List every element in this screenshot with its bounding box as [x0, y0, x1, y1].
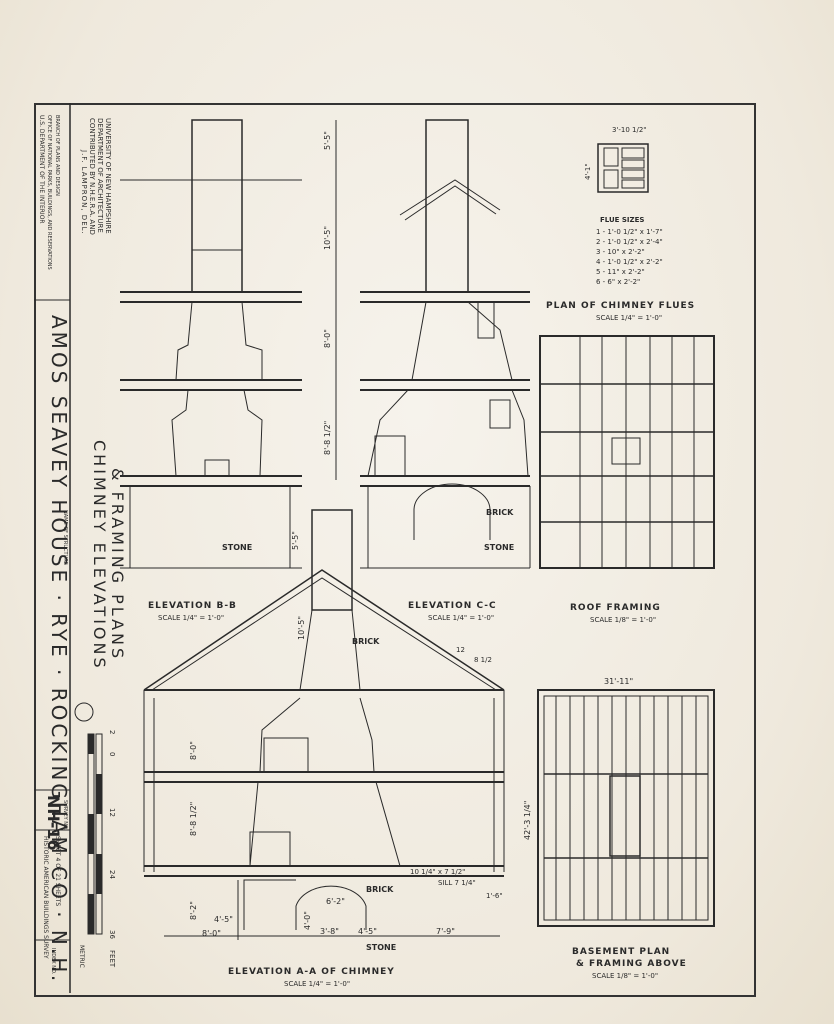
- dim-aa-8-0: 8'-0": [189, 741, 198, 760]
- svg-text:FEET: FEET: [108, 950, 116, 968]
- graphic-scale: 2 0 12 24 36 FEET METRIC: [74, 702, 116, 968]
- dim-6-2: 6'-2": [326, 897, 345, 906]
- svg-text:0: 0: [108, 752, 116, 756]
- basement-title-1: BASEMENT PLAN: [572, 947, 670, 957]
- dim-3-8: 3'-8": [320, 927, 339, 936]
- flue-row: 1 - 1'-0 1/2" x 1'-7": [596, 228, 663, 236]
- svg-text:36: 36: [108, 930, 116, 939]
- elevation-bb-drawing: [120, 119, 302, 569]
- agency-name: HISTORIC AMERICAN BUILDINGS SURVEY: [42, 836, 49, 959]
- dept-line-3: BRANCH OF PLANS AND DESIGN: [54, 115, 60, 196]
- flue-plan-drawing: [597, 143, 649, 193]
- brick-label-cc: BRICK: [486, 508, 514, 517]
- dim-42: 42'-3 1/4": [523, 801, 532, 840]
- drawing-border: [34, 103, 756, 997]
- drawing-title-line-2: & FRAMING PLANS: [108, 468, 127, 661]
- brick-label-aa-lower: BRICK: [366, 885, 394, 894]
- dim-5-5: 5'-5": [323, 131, 332, 150]
- flue-row: 6 - 6" x 2'-2": [596, 278, 640, 286]
- elevation-cc-title: ELEVATION C-C: [408, 601, 497, 611]
- dim-8-0-b: 8'-0": [202, 929, 221, 938]
- svg-text:2: 2: [108, 730, 116, 734]
- elevation-cc-scale: SCALE 1/4" = 1'-0": [428, 614, 494, 622]
- flue-height-dim: 4'-1": [584, 163, 592, 180]
- basement-scale: SCALE 1/8" = 1'-0": [592, 972, 658, 980]
- dim-31-11: 31'-11": [604, 677, 633, 686]
- dim-4-0: 4'-0": [303, 911, 312, 930]
- brick-label-aa-upper: BRICK: [352, 637, 380, 646]
- flue-plan-scale: SCALE 1/4" = 1'-0": [596, 314, 662, 322]
- pitch-label: 12: [456, 646, 465, 654]
- dim-4-5-a: 4'-5": [214, 915, 233, 924]
- pitch-label-b: 8 1/2: [474, 656, 492, 664]
- flue-sizes-heading: FLUE SIZES: [600, 216, 644, 224]
- flue-width-dim: 3'-10 1/2": [612, 126, 647, 134]
- elevation-aa-drawing: [143, 509, 505, 940]
- dept-line-1: U.S. DEPARTMENT OF THE INTERIOR: [38, 115, 45, 224]
- flue-row: 5 - 11" x 2'-2": [596, 268, 645, 276]
- basement-title-2: & FRAMING ABOVE: [576, 959, 687, 969]
- flue-plan-title: PLAN OF CHIMNEY FLUES: [546, 301, 695, 311]
- flue-row: 2 - 1'-0 1/2" x 2'-4": [596, 238, 663, 246]
- dept-line-2: OFFICE OF NATIONAL PARKS, BUILDINGS, AND…: [46, 115, 52, 270]
- stone-label-aa: STONE: [366, 943, 396, 952]
- flue-row: 3 - 10" x 2'-2": [596, 248, 645, 256]
- svg-text:METRIC: METRIC: [78, 945, 85, 968]
- dim-8-0: 8'-0": [323, 329, 332, 348]
- drawn-by: J.F. LAMPRON, DEL.: [80, 149, 88, 235]
- survey-no-label: SURVEY NO.: [62, 800, 68, 831]
- dim-1-6: 1'-6": [486, 892, 503, 900]
- survey-number: NH-16: [44, 795, 63, 851]
- roof-framing-drawing: [539, 335, 715, 569]
- svg-text:24: 24: [108, 870, 116, 879]
- elevation-bb-title: ELEVATION B-B: [148, 601, 237, 611]
- seal-icon: [74, 702, 94, 722]
- dim-7-9: 7'-9": [436, 927, 455, 936]
- roof-framing-scale: SCALE 1/8" = 1'-0": [590, 616, 656, 624]
- dim-4-5-b: 4'-5": [358, 927, 377, 936]
- basement-plan-drawing: [537, 689, 715, 927]
- contributed-line-2: DEPARTMENT OF ARCHITECTURE: [96, 118, 104, 233]
- index-no-label: INDEX NO.: [50, 948, 56, 975]
- elevation-cc-drawing: [360, 119, 531, 569]
- sheet-number: SHEET 4 OF 21 SHEETS: [54, 836, 61, 906]
- contributed-line-3: UNIVERSITY OF NEW HAMPSHIRE: [104, 118, 112, 234]
- elevation-bb-scale: SCALE 1/4" = 1'-0": [158, 614, 224, 622]
- roof-framing-title: ROOF FRAMING: [570, 603, 661, 613]
- dim-aa-8-2: 8'-2": [189, 901, 198, 920]
- drawing-title-line-1: CHIMNEY ELEVATIONS: [90, 440, 109, 671]
- stone-label-bb: STONE: [222, 543, 252, 552]
- svg-text:12: 12: [108, 808, 116, 817]
- sill-label: SILL 7 1/4": [438, 879, 476, 887]
- dim-10-5: 10'-5": [323, 226, 332, 250]
- dim-aa-10-5: 10'-5": [297, 616, 306, 640]
- elevation-aa-scale: SCALE 1/4" = 1'-0": [284, 980, 350, 988]
- joist-label: 10 1/4" x 7 1/2": [410, 868, 465, 876]
- main-title: AMOS SEAVEY HOUSE · RYE · ROCKINGHAM CO …: [47, 315, 71, 984]
- flue-row: 4 - 1'-0 1/2" x 2'-2": [596, 258, 663, 266]
- dim-aa-5-5: 5'-5": [291, 531, 300, 550]
- stone-label-cc: STONE: [484, 543, 514, 552]
- name-of-structure-label: NAME OF STRUCTURE: [62, 510, 68, 565]
- dim-aa-8-8: 8'-8 1/2": [189, 802, 198, 836]
- contributed-line-1: CONTRIBUTED BY N.H.E.R.A. AND: [88, 118, 96, 235]
- elevation-aa-title: ELEVATION A-A OF CHIMNEY: [228, 967, 395, 977]
- dim-8-8: 8'-8 1/2": [323, 421, 332, 455]
